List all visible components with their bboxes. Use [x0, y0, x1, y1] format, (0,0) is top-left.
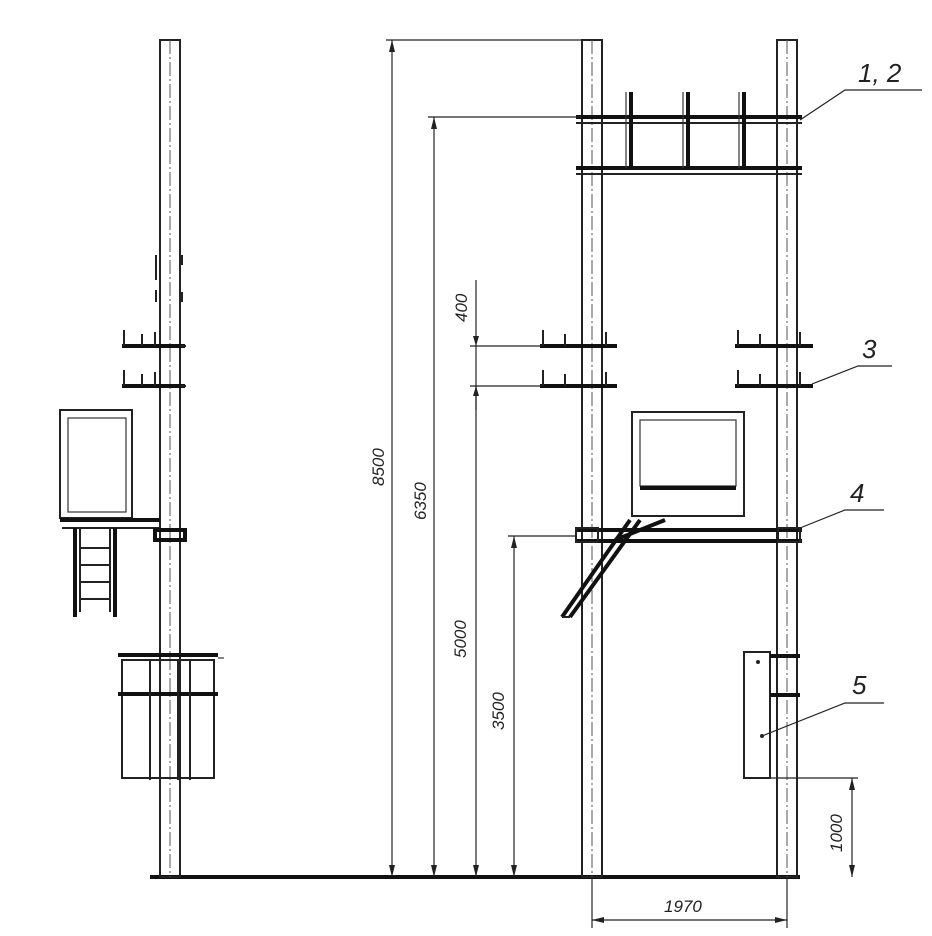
side-view	[59, 39, 224, 878]
front-view	[540, 39, 813, 878]
callout-3: 3	[862, 334, 877, 364]
side-ladder	[73, 528, 117, 617]
callout-leaders	[761, 89, 922, 737]
dimension-lines	[386, 39, 858, 928]
callout-4: 4	[850, 478, 864, 508]
meter-box	[743, 651, 800, 779]
side-cabinet	[59, 409, 187, 542]
callout-1-2: 1, 2	[858, 58, 902, 88]
dim-5000: 5000	[451, 620, 470, 658]
dim-1970: 1970	[664, 897, 702, 916]
insulator-brackets	[540, 330, 813, 388]
dim-400: 400	[452, 293, 471, 322]
side-insulator-bracket	[122, 330, 186, 388]
service-platform	[560, 518, 802, 619]
side-transformer	[118, 653, 224, 780]
dim-1000: 1000	[827, 814, 846, 852]
dim-8500: 8500	[369, 448, 388, 486]
callout-5: 5	[852, 670, 867, 700]
front-cabinet	[631, 411, 745, 517]
dim-3500: 3500	[489, 692, 508, 730]
dim-6350: 6350	[411, 482, 430, 520]
top-crossarm	[576, 92, 802, 175]
